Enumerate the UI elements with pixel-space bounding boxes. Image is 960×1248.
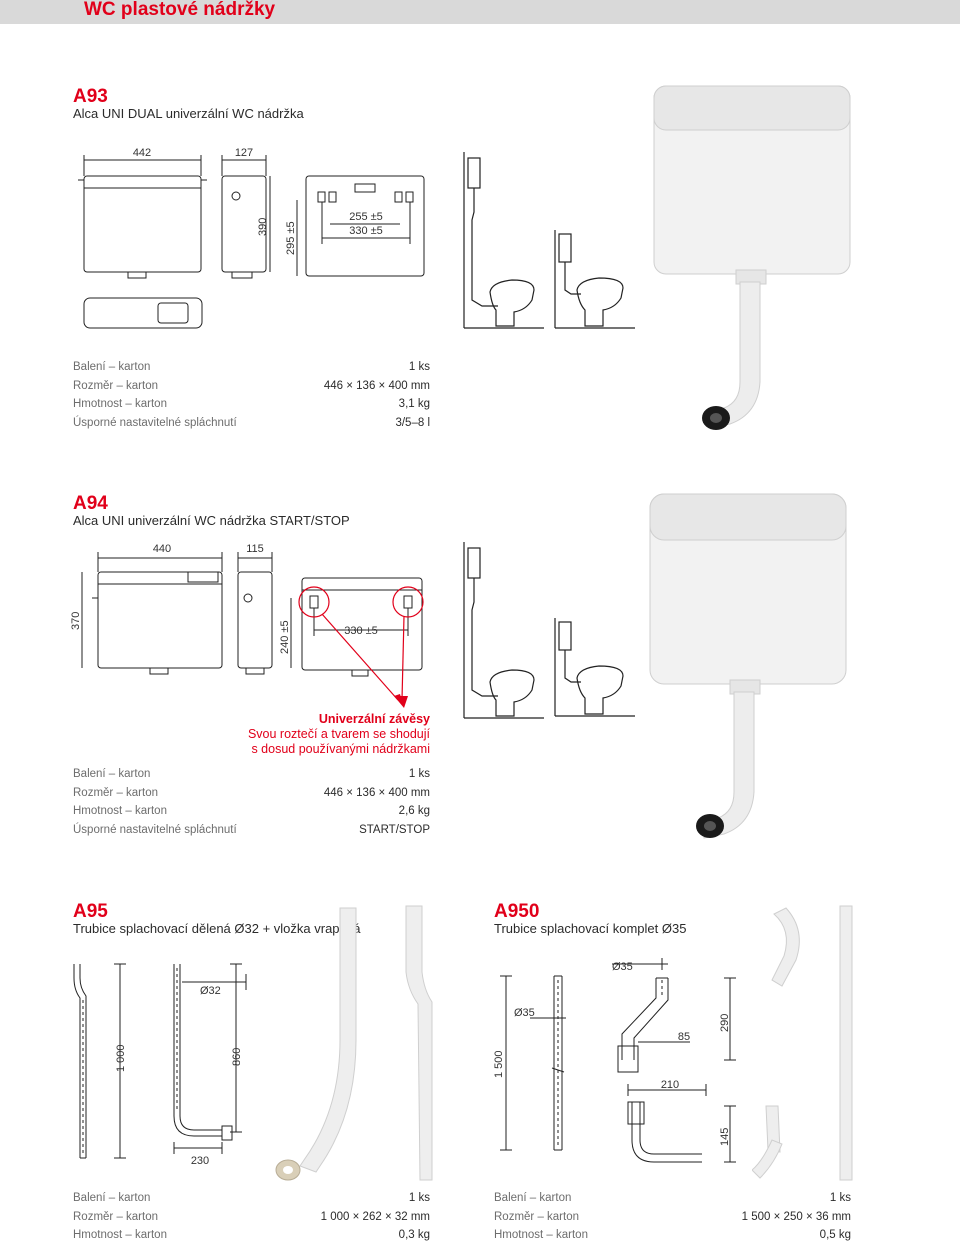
a950-dim-offset: 85 xyxy=(678,1031,690,1043)
a93-install-low-icon xyxy=(554,230,635,329)
a94-dim-depth: 115 xyxy=(246,543,264,555)
a94-hanger-note: Univerzální závěsy Svou roztečí a tvarem… xyxy=(240,712,430,757)
a950-dim-height: 290 xyxy=(719,1014,731,1032)
a95-technical-drawing: 1 000 Ø32 860 230 xyxy=(73,963,247,1167)
a94-technical-drawing: 440 115 370 240 ±5 330 ±5 xyxy=(70,543,424,708)
page-title: WC plastové nádržky xyxy=(84,0,276,20)
a950-pipe-photo xyxy=(752,905,853,1181)
note-line: Svou roztečí a tvarem se shodují xyxy=(247,727,430,741)
a93-dim-height: 390 xyxy=(257,218,269,236)
a950-dim-diameter: Ø35 xyxy=(514,1007,535,1019)
a950-dim-width: 210 xyxy=(661,1079,679,1091)
a95-dim-bottom: 230 xyxy=(191,1155,209,1167)
product-name-a93: Alca UNI DUAL univerzální WC nádržka xyxy=(73,106,304,121)
a94-install-high-icon xyxy=(463,542,544,719)
a93-dim-depth: 127 xyxy=(235,147,253,159)
a95-dim-length: 1 000 xyxy=(115,1044,127,1072)
a93-dim-mount-height: 295 ±5 xyxy=(285,221,297,255)
product-code-a950: A950 xyxy=(494,901,540,922)
a95-pipe-photo xyxy=(275,905,433,1181)
note-title: Univerzální závěsy xyxy=(318,712,430,726)
product-code-a94: A94 xyxy=(73,493,108,514)
a95-dim-diameter: Ø32 xyxy=(200,985,221,997)
product-name-a94: Alca UNI univerzální WC nádržka START/ST… xyxy=(73,513,350,528)
a94-dim-mount-height: 240 ±5 xyxy=(279,620,291,654)
a93-dim-width: 442 xyxy=(133,147,151,159)
a94-dim-spacing: 330 ±5 xyxy=(344,625,378,637)
a94-dim-width: 440 xyxy=(153,543,171,555)
a93-dim-spacing-a: 255 ±5 xyxy=(349,211,383,223)
a94-cistern-photo xyxy=(649,493,847,839)
product-code-a95: A95 xyxy=(73,901,108,922)
a950-dim-length: 1 500 xyxy=(493,1050,505,1078)
a93-dim-spacing-b: 330 ±5 xyxy=(349,225,383,237)
a950-technical-drawing: Ø35 Ø35 1 500 85 290 210 145 xyxy=(493,958,736,1163)
a950-dim-bottom: 145 xyxy=(719,1128,731,1146)
page-header: WC plastové nádržky xyxy=(0,0,960,24)
a93-install-high-icon xyxy=(463,152,544,329)
note-line: s dosud používanými nádržkami xyxy=(251,742,430,756)
a95-dim-section: 860 xyxy=(231,1048,243,1066)
a93-technical-drawing: 442 127 390 295 ±5 255 ±5 330 ±5 xyxy=(78,147,425,329)
product-name-a95: Trubice splachovací dělená Ø32 + vložka … xyxy=(73,921,361,936)
a93-cistern-photo xyxy=(653,85,851,430)
a94-dim-height: 370 xyxy=(70,612,82,630)
a950-dim-diameter-top: Ø35 xyxy=(612,961,633,973)
product-code-a93: A93 xyxy=(73,86,108,107)
product-name-a950: Trubice splachovací komplet Ø35 xyxy=(494,921,687,936)
a94-install-low-icon xyxy=(554,618,635,717)
